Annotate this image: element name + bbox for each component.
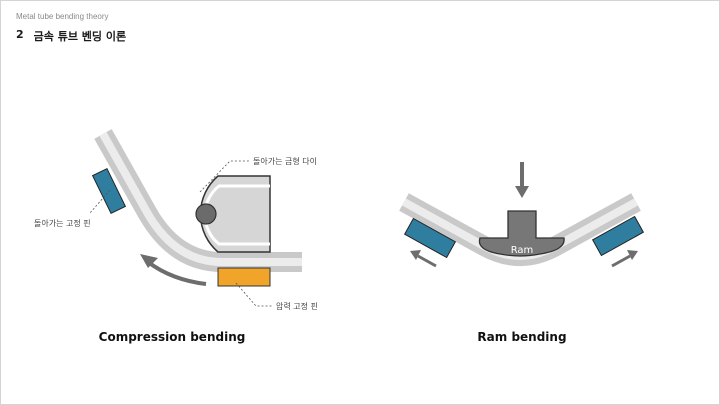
ram-right-clamp bbox=[591, 215, 645, 257]
compression-bending-figure: 돌아가는 금형 다이 돌아가는 고정 핀 압력 고정 핀 Compression… bbox=[34, 129, 318, 344]
pressure-clamp-pin bbox=[217, 267, 271, 287]
caption-compression-bending: Compression bending bbox=[99, 330, 246, 344]
left-movement-arrowhead-icon bbox=[410, 250, 421, 260]
label-rotating-clamp-pin: 돌아가는 고정 핀 bbox=[34, 218, 91, 228]
ram-force-arrowhead-icon bbox=[515, 186, 529, 198]
caption-ram-bending: Ram bending bbox=[477, 330, 566, 344]
clamp-leader-line bbox=[89, 189, 111, 214]
right-movement-arrowhead-icon bbox=[627, 250, 638, 260]
section-number: 2 bbox=[16, 28, 24, 41]
slide-heading: 2 금속 튜브 벤딩 이론 bbox=[16, 28, 126, 44]
pressure-leader-line bbox=[235, 282, 272, 307]
label-rotating-die: 돌아가는 금형 다이 bbox=[253, 156, 317, 166]
die-leader-line bbox=[199, 160, 250, 193]
rotation-arrow-icon bbox=[146, 260, 207, 286]
section-title: 금속 튜브 벤딩 이론 bbox=[33, 30, 127, 43]
rotation-arrowhead-icon bbox=[140, 254, 158, 268]
ram-bending-figure: Ram Ram bending bbox=[399, 162, 645, 344]
label-pressure-clamp-pin: 압력 고정 핀 bbox=[276, 301, 318, 311]
ram-left-clamp bbox=[403, 217, 457, 259]
right-movement-arrow-icon bbox=[611, 254, 631, 268]
slide-subtitle: Metal tube bending theory bbox=[16, 12, 109, 21]
left-movement-arrow-icon bbox=[417, 254, 437, 268]
compression-tube-inner bbox=[99, 132, 302, 266]
die-pivot-icon bbox=[195, 203, 217, 225]
ram-tool bbox=[478, 210, 565, 257]
ram-label: Ram bbox=[511, 245, 534, 256]
